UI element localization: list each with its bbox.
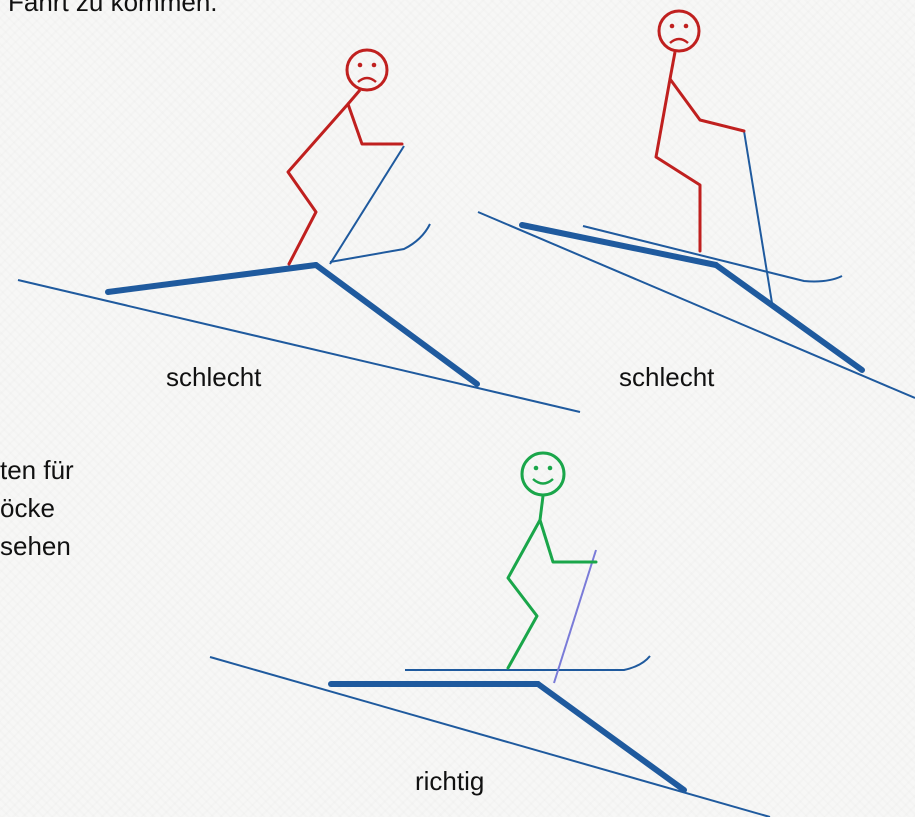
sad-face-icon-1 [345,48,389,92]
downhill-ski-1a [105,262,319,295]
figure-1-bad-posture [17,48,581,413]
figure-2-bad-posture [477,9,915,399]
happy-face-icon [520,451,566,497]
side-caption-line-1: ten für [0,455,74,485]
pole-1 [329,145,405,265]
downhill-ski-3b [535,681,687,793]
neck-1 [346,89,362,105]
side-caption-line-2: öcke [0,493,55,523]
uphill-ski-2 [582,225,843,283]
figure-3-label: richtig [415,766,485,796]
figure-3-correct-posture [209,451,771,817]
uphill-ski-3 [405,655,651,671]
pole-2 [743,130,773,304]
stick-body-3 [506,518,598,670]
slope-line-3 [209,656,771,817]
downhill-ski-2a [519,222,719,268]
sad-face-icon-2 [657,9,701,53]
top-caption-text: Fahrt zu kommen. [8,0,218,17]
downhill-ski-1b [313,262,480,387]
neck-2 [668,51,677,80]
neck-3 [538,495,545,521]
downhill-ski-2b [713,262,865,373]
uphill-ski-1 [329,223,431,263]
figure-2-label: schlecht [619,362,715,392]
slope-line-2 [477,211,915,399]
stick-body-2 [654,77,746,253]
slope-line-1 [17,279,581,413]
pole-3 [553,549,597,684]
figure-1-label: schlecht [166,362,262,392]
stick-body-1 [286,102,404,266]
side-caption-line-3: sehen [0,531,71,561]
